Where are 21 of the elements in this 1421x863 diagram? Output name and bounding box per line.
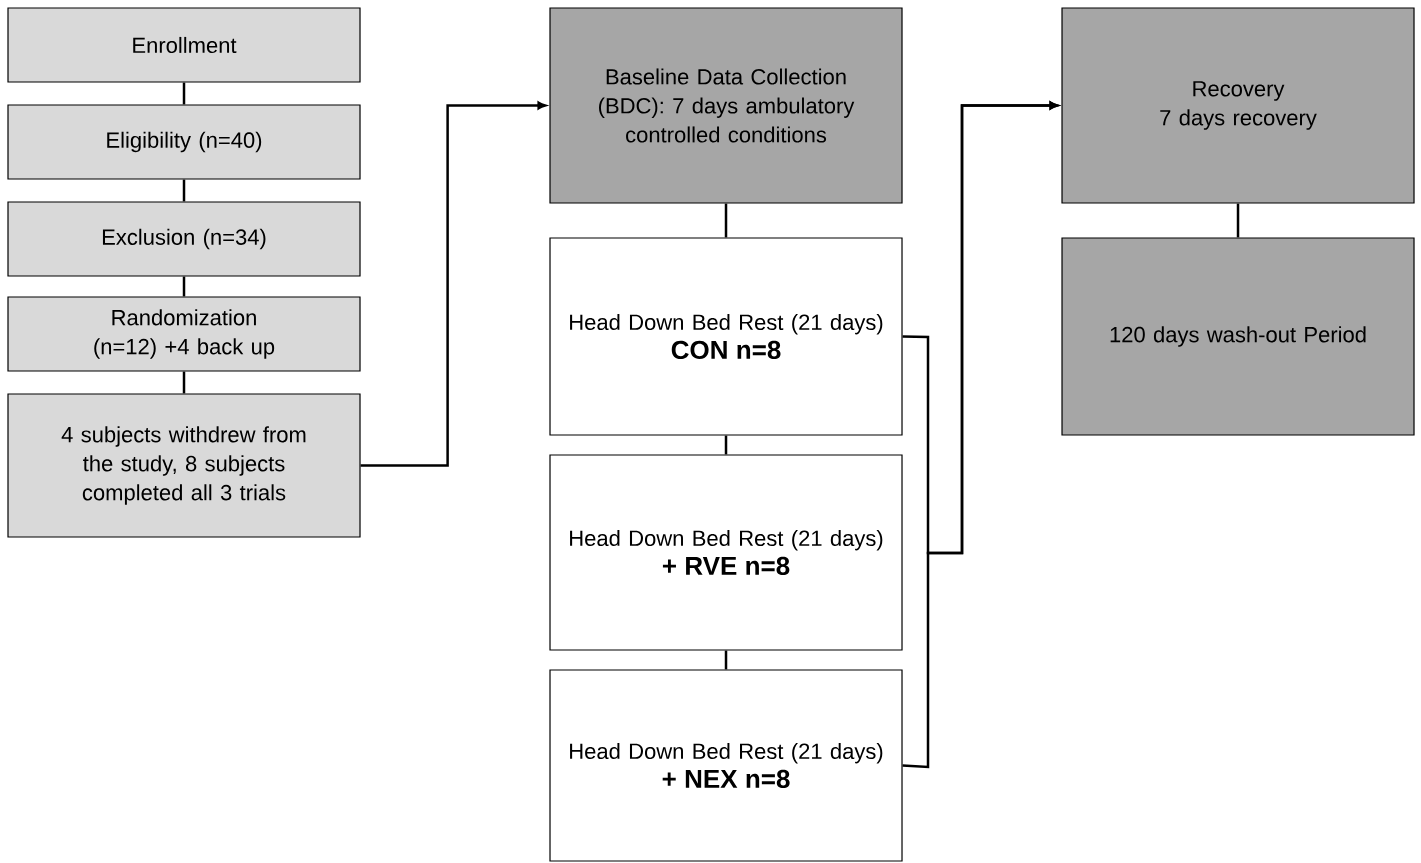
arrow [902,101,1059,769]
connector-line [182,371,186,394]
connector-line [1236,203,1240,238]
process-box: 4 subjects withdrew from the study, 8 subjects completed all 3 trials [7,393,361,538]
arrow [360,101,547,467]
process-box: Head Down Bed Rest (21 days) + RVE n=8 [549,454,903,651]
connector-line [724,435,728,455]
connector-line [724,203,728,238]
process-box: Head Down Bed Rest (21 days) + NEX n=8 [549,669,903,862]
connector-line [182,82,186,105]
process-box: Baseline Data Collection (BDC): 7 days ambulatory controlled conditions [549,7,903,204]
process-box: 120 days wash-out Period [1061,237,1415,436]
process-box: Enrollment [7,7,361,83]
connector-line [724,650,728,670]
process-box: Recovery 7 days recovery [1061,7,1415,204]
connector-line [182,179,186,202]
connector-line [182,276,186,297]
process-box: Exclusion (n=34) [7,201,361,277]
process-box: Head Down Bed Rest (21 days) CON n=8 [549,237,903,436]
process-box: Randomization (n=12) +4 back up [7,296,361,372]
process-box: Eligibility (n=40) [7,104,361,180]
